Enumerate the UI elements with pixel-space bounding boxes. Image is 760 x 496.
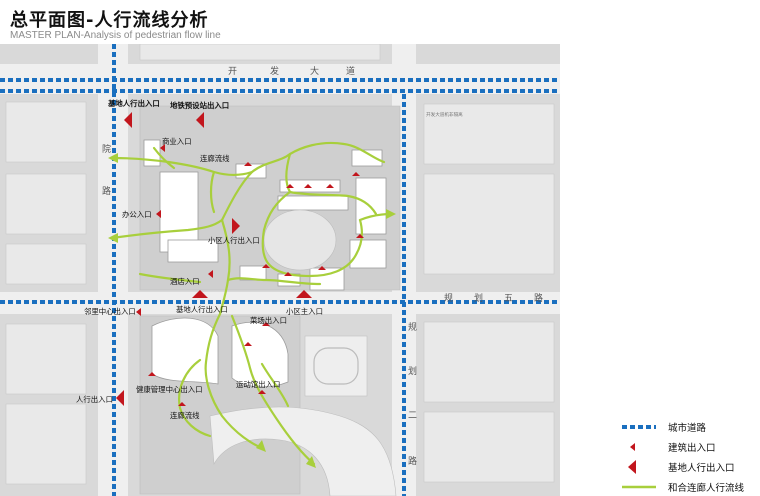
site-entrance-arrow-south	[192, 290, 208, 298]
label-neighborhood-center: 邻里中心出入口	[84, 307, 136, 316]
surrounding-blocks	[5, 44, 555, 485]
road-labels: 开 发 大 道 院 路 规 划 五 路 规 划 二 路	[102, 65, 543, 467]
site-entrance-arrow-main	[296, 290, 312, 298]
city-roads	[0, 44, 560, 496]
sports-field-track	[313, 347, 359, 385]
site-entrance-arrow-west	[116, 390, 124, 406]
annotation-labels: 基地人行出入口 地铁预设站出入口 商业入口 连廊流线 办公入口 小区人行出入口 …	[76, 99, 463, 420]
legend-city-road-swatch	[622, 425, 656, 429]
master-plan-map: 开 发 大 道 院 路 规 划 五 路 规 划 二 路 基地人行出入口 地铁预设…	[0, 44, 560, 496]
page-subtitle: MASTER PLAN-Analysis of pedestrian flow …	[10, 30, 221, 41]
road-kaifa-char-2: 发	[270, 65, 279, 77]
road-guihua5-char-2: 划	[474, 292, 483, 304]
label-pedestrian-entrance: 人行出入口	[76, 395, 113, 404]
legend-building-entrance-label: 建筑出入口	[668, 443, 716, 454]
road-kaifa-char-3: 大	[310, 65, 319, 77]
corridor-flows	[110, 141, 394, 466]
site-entrance-arrow-community	[232, 218, 240, 234]
buildings	[143, 139, 387, 388]
label-site-ped-entrance-2: 基地人行出入口	[176, 305, 228, 314]
label-road-note: 开发大道机非隔离	[426, 111, 463, 118]
legend-building-entrance-icon	[630, 443, 635, 451]
label-commercial-entrance: 商业入口	[162, 137, 192, 146]
label-community-ped-entrance: 小区人行出入口	[208, 236, 260, 245]
label-health-center: 健康管理中心出入口	[136, 385, 203, 394]
road-guihua2-char-2: 划	[408, 365, 417, 377]
label-hotel-entrance: 酒店入口	[170, 277, 200, 286]
legend-site-ped-entrance-icon	[628, 460, 636, 474]
road-guihua2-char-4: 路	[408, 455, 417, 467]
building-entrance-markers	[136, 144, 364, 406]
legend-site-ped-entrance-label: 基地人行出入口	[668, 463, 735, 474]
legend-corridor-flow-swatch	[622, 485, 656, 489]
label-community-main-entrance: 小区主入口	[286, 307, 323, 316]
road-guihua5-char-4: 路	[534, 292, 543, 304]
label-office-entrance: 办公入口	[122, 210, 152, 219]
road-yuan-char-2: 路	[102, 185, 111, 197]
label-sports-hall: 运动馆出入口	[236, 380, 280, 389]
site-entrance-arrow-north-west	[124, 112, 132, 128]
road-yuan-char-1: 院	[102, 143, 111, 155]
label-site-ped-entrance: 基地人行出入口	[107, 99, 160, 108]
label-corridor-flow-2: 连廊流线	[170, 411, 200, 420]
page-title: 总平面图-人行流线分析	[10, 10, 209, 31]
label-metro-entrance: 地铁预设站出入口	[170, 101, 229, 110]
road-kaifa-char-4: 道	[346, 65, 355, 77]
label-vegetable-market: 菜场出入口	[250, 316, 287, 325]
legend-corridor-flow-label: 和合连廊人行流线	[668, 483, 745, 494]
legend-city-road-label: 城市道路	[668, 423, 707, 434]
road-guihua5-char-3: 五	[504, 294, 513, 304]
central-plaza	[263, 209, 337, 271]
label-corridor-flow: 连廊流线	[200, 154, 230, 163]
flow-arrowheads	[108, 153, 396, 468]
road-guihua2-char-1: 规	[408, 322, 417, 333]
road-kaifa-char-1: 开	[228, 66, 237, 77]
road-guihua2-char-3: 二	[408, 411, 417, 421]
site-ped-entrance-markers	[116, 112, 312, 406]
road-guihua5-char-1: 规	[444, 293, 453, 304]
site-entrance-arrow-metro	[196, 112, 204, 128]
sports-field	[304, 335, 368, 397]
